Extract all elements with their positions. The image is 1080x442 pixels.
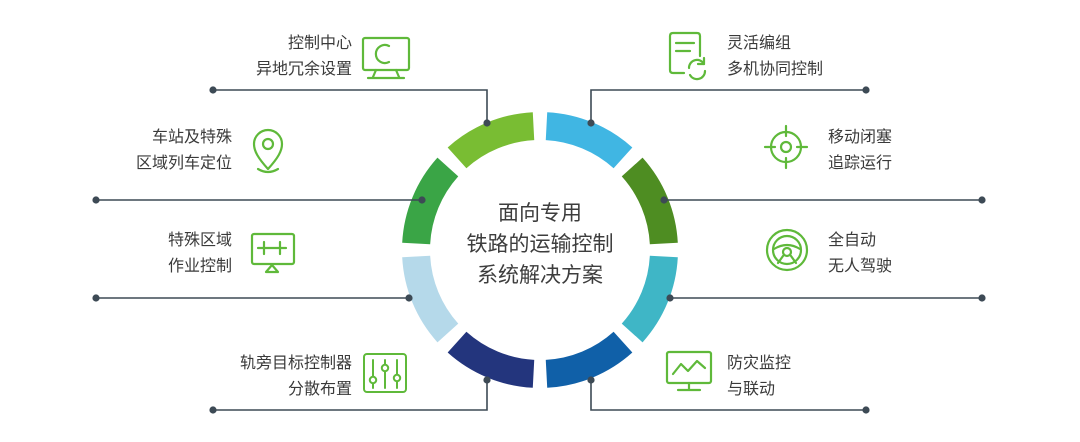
connector-flexible-formation — [590, 89, 866, 123]
connector-control-center-outer-dot — [209, 86, 217, 94]
connector-control-center-inner-dot — [483, 119, 491, 127]
feature-label-station-positioning: 车站及特殊区域列车定位 — [135, 127, 232, 172]
ring-segment-top-left — [447, 112, 535, 169]
feature-label-fully-automatic: 全自动无人驾驶 — [828, 230, 893, 275]
feature-label-disaster-monitoring: 防灾监控与联动 — [727, 353, 792, 398]
ring — [402, 112, 678, 388]
feature-label-flexible-formation: 灵活编组多机协同控制 — [727, 33, 824, 78]
connector-flexible-formation-outer-dot — [862, 86, 870, 94]
connector-fully-automatic-outer-dot — [978, 294, 986, 302]
display-control-icon — [250, 232, 296, 274]
monitor-icon — [361, 36, 411, 80]
connector-trackside-controller-inner-dot — [483, 376, 491, 384]
connector-control-center — [213, 89, 488, 123]
connector-moving-block-outer-dot — [978, 196, 986, 204]
ring-segment-bottom-left — [447, 331, 535, 388]
connector-station-positioning-outer-dot — [92, 196, 100, 204]
connector-moving-block-inner-dot — [660, 196, 668, 204]
ring-segment-bottom-right — [545, 331, 633, 388]
connector-special-area-outer-dot — [92, 294, 100, 302]
feature-label-special-area: 特殊区域作业控制 — [167, 230, 232, 275]
monitor-chart-icon — [665, 350, 713, 392]
connector-trackside-controller-outer-dot — [209, 406, 217, 414]
connector-fully-automatic-inner-dot — [666, 294, 674, 302]
sliders-icon — [363, 353, 407, 393]
ring-segment-left-lower — [402, 255, 459, 343]
connector-disaster-monitoring — [590, 380, 866, 411]
connectors — [92, 86, 986, 414]
connector-disaster-monitoring-outer-dot — [862, 406, 870, 414]
connector-flexible-formation-inner-dot — [587, 119, 595, 127]
connector-disaster-monitoring-inner-dot — [587, 376, 595, 384]
center-title: 面向专用 铁路的运输控制 系统解决方案 — [466, 201, 614, 287]
feature-label-trackside-controller: 轨旁目标控制器分散布置 — [239, 353, 352, 398]
connector-station-positioning-inner-dot — [418, 196, 426, 204]
steering-wheel-icon — [765, 228, 809, 272]
ring-segment-left-upper — [402, 157, 459, 245]
ring-segment-right-upper — [621, 157, 678, 245]
feature-label-moving-block: 移动闭塞追踪运行 — [828, 127, 893, 172]
target-icon — [763, 124, 809, 170]
connector-special-area-inner-dot — [405, 294, 413, 302]
connector-trackside-controller — [213, 380, 488, 411]
feature-label-control-center: 控制中心异地冗余设置 — [255, 33, 352, 78]
location-pin-icon — [252, 128, 284, 174]
document-sync-icon — [668, 31, 707, 81]
ring-segment-right-lower — [621, 255, 678, 343]
ring-segment-top-right — [545, 112, 633, 169]
